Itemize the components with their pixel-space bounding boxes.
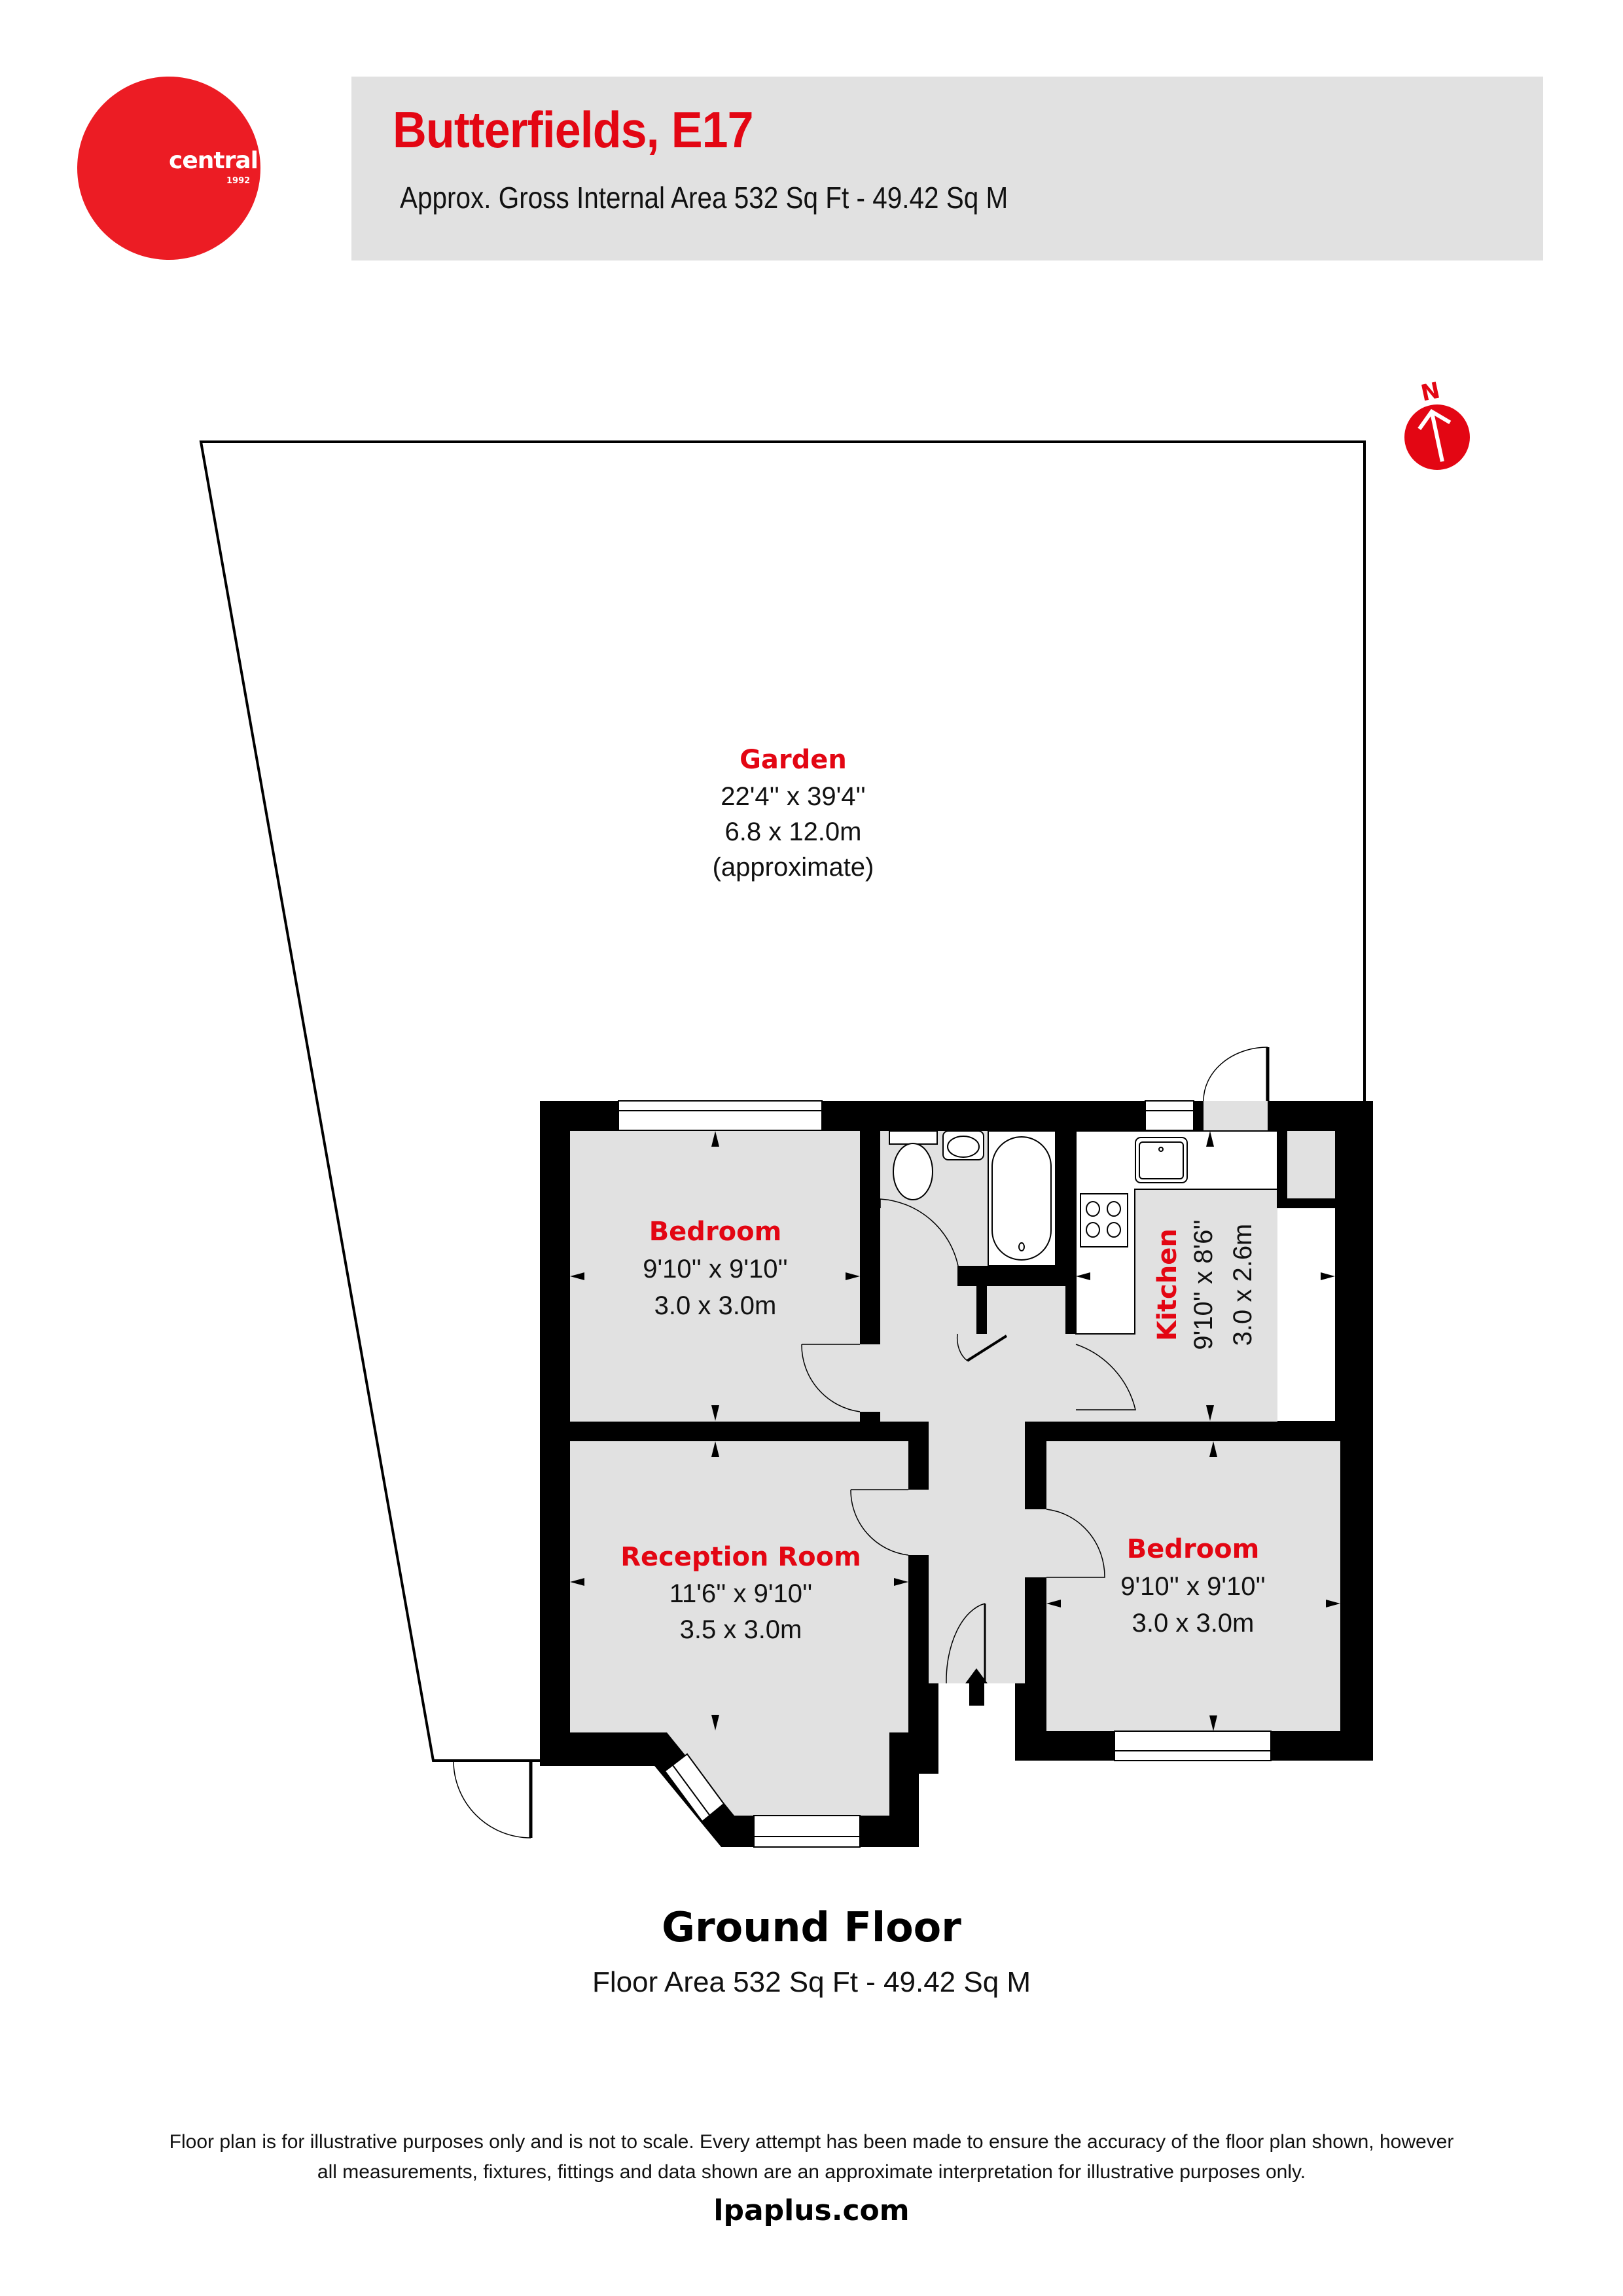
room-name: Bedroom	[649, 1217, 782, 1247]
room-note: (approximate)	[713, 853, 874, 882]
room-imperial: 9'10'' x 9'10''	[643, 1255, 788, 1283]
room-garden: Garden 22'4'' x 39'4'' 6.8 x 12.0m (appr…	[713, 745, 874, 882]
room-name: Garden	[740, 745, 847, 775]
room-bedroom-2: Bedroom 9'10'' x 9'10'' 3.0 x 3.0m	[1120, 1534, 1266, 1638]
room-imperial: 9'10'' x 8'6''	[1189, 1219, 1218, 1350]
room-bedroom-1: Bedroom 9'10'' x 9'10'' 3.0 x 3.0m	[643, 1217, 788, 1320]
header-banner: Butterfields, E17 Approx. Gross Internal…	[351, 77, 1543, 260]
disclaimer-line-2: all measurements, fixtures, fittings and…	[317, 2161, 1306, 2183]
room-metric: 3.5 x 3.0m	[680, 1615, 802, 1644]
room-metric: 3.0 x 3.0m	[1132, 1609, 1255, 1638]
kitchen-fixtures	[1075, 1130, 1278, 1335]
garden-outline	[199, 440, 1366, 1839]
bathroom-fixtures	[889, 1130, 1056, 1266]
room-name: Bedroom	[1127, 1534, 1260, 1564]
kitchen-sink	[1135, 1137, 1188, 1183]
room-metric: 6.8 x 12.0m	[724, 817, 861, 846]
room-name: Kitchen	[1152, 1229, 1183, 1341]
logo-year: 1992	[226, 176, 251, 186]
room-imperial: 9'10'' x 9'10''	[1120, 1572, 1266, 1601]
room-metric: 3.0 x 2.6m	[1228, 1224, 1257, 1346]
floor-area: Floor Area 532 Sq Ft - 49.42 Sq M	[592, 1966, 1031, 1998]
toilet-bowl	[893, 1143, 933, 1200]
floor-title: Ground Floor	[662, 1903, 961, 1951]
room-imperial: 22'4'' x 39'4''	[721, 782, 866, 811]
door-swings	[801, 1198, 1136, 1684]
room-kitchen: Kitchen 9'10'' x 8'6'' 3.0 x 2.6m	[1152, 1219, 1257, 1350]
room-reception: Reception Room 11'6'' x 9'10'' 3.5 x 3.0…	[620, 1542, 861, 1644]
hob	[1080, 1193, 1128, 1247]
disclaimer: Floor plan is for illustrative purposes …	[72, 2127, 1551, 2187]
north-arrow-icon: N	[1404, 377, 1470, 470]
room-name: Reception Room	[620, 1542, 861, 1572]
basin	[947, 1136, 980, 1158]
disclaimer-line-1: Floor plan is for illustrative purposes …	[169, 2131, 1454, 2153]
windows	[618, 1100, 1272, 1848]
logo-wordmark: central	[169, 147, 259, 174]
north-label: N	[1419, 377, 1442, 406]
gross-area-subtitle: Approx. Gross Internal Area 532 Sq Ft - …	[400, 181, 1008, 215]
room-imperial: 11'6'' x 9'10''	[669, 1579, 813, 1608]
entrance-arrow-icon	[965, 1668, 988, 1706]
website-link[interactable]: lpaplus.com	[713, 2194, 910, 2227]
room-metric: 3.0 x 3.0m	[654, 1291, 777, 1320]
toilet-cistern	[889, 1130, 938, 1145]
dimension-markers	[570, 1131, 1340, 1731]
central-logo: central 1992	[77, 77, 260, 260]
property-title: Butterfields, E17	[393, 101, 754, 158]
